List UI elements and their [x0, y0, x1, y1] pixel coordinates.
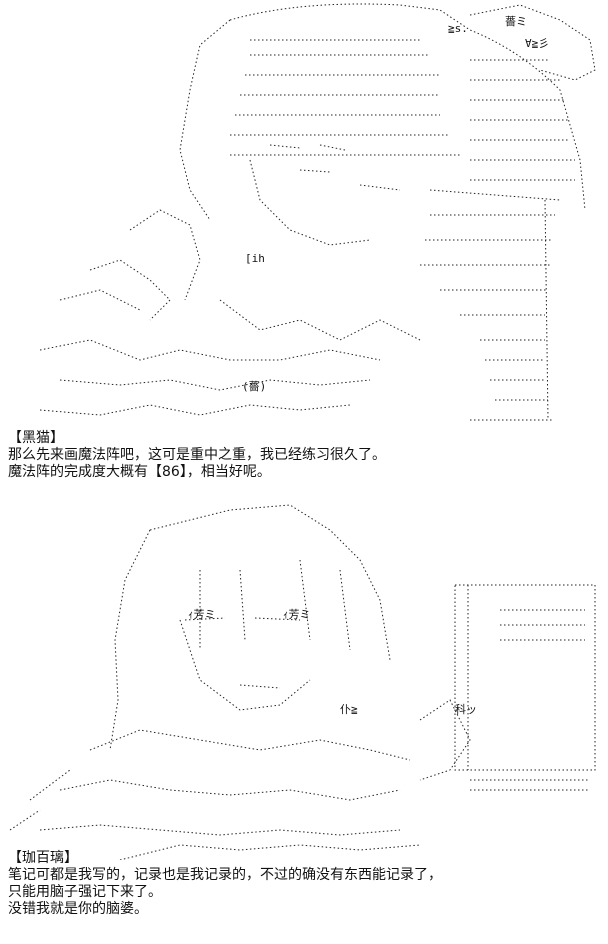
art-glyph: ∀≧彡: [525, 37, 549, 50]
art-glyph: ≧s.: [448, 22, 468, 35]
art-glyph: ｨ芳ミ: [188, 607, 216, 621]
art-glyph: [ih: [245, 252, 265, 265]
dialogue-line: 那么先来画魔法阵吧，这可是重中之重，我已经练习很久了。: [8, 447, 386, 463]
dialogue-line: 没错我就是你的脑婆。: [8, 901, 148, 917]
art-glyph: 薔ミ: [505, 15, 527, 28]
gabriel-ascii-art: ｨ芳ミ ｨ芳ミ 科ッ 仆≧: [9, 504, 596, 860]
kuroneko-ascii-art: 薔ミ ≧s. (薔) ∀≧彡 [ih: [39, 3, 596, 421]
caption-kuroneko: 【黑猫】 那么先来画魔法阵吧，这可是重中之重，我已经练习很久了。 魔法阵的完成度…: [8, 430, 386, 481]
dialogue-line: 魔法阵的完成度大概有【86】，相当好呢。: [8, 464, 271, 480]
art-glyph: ｨ芳ミ: [283, 607, 311, 621]
caption-gabriel: 【珈百璃】 笔记可都是我写的，记录也是我记录的，不过的确没有东西能记录了， 只能…: [8, 850, 442, 918]
dialogue-line: 只能用脑子强记下来了。: [8, 884, 162, 900]
art-glyph: 仆≧: [340, 703, 358, 716]
scene-kuroneko: 薔ミ ≧s. (薔) ∀≧彡 [ih 【黑猫】 那么先来画魔法阵吧，这可是重中之…: [8, 3, 596, 481]
art-glyph: 科ッ: [455, 702, 477, 716]
dialogue-line: 笔记可都是我写的，记录也是我记录的，不过的确没有东西能记录了，: [8, 867, 442, 883]
art-glyph: (薔): [242, 380, 266, 393]
speaker-name: 【黑猫】: [8, 430, 64, 446]
speaker-name: 【珈百璃】: [8, 850, 78, 866]
scene-gabriel: ｨ芳ミ ｨ芳ミ 科ッ 仆≧ 【珈百璃】 笔记可都是我写的，记录也是我记录的，不过…: [0, 500, 608, 944]
